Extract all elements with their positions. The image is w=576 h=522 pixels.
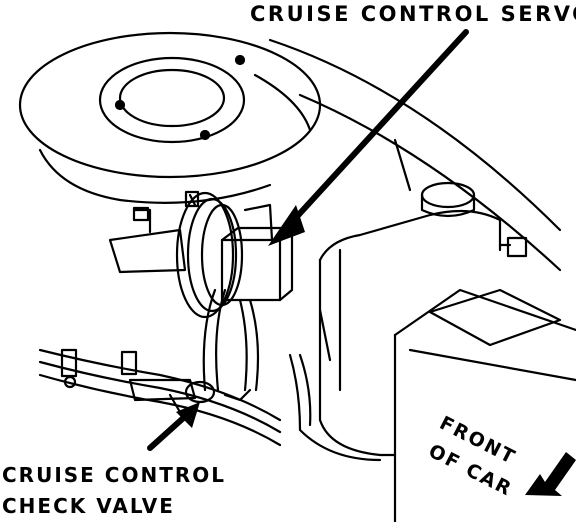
battery xyxy=(393,288,576,522)
washer-reservoir xyxy=(318,181,528,457)
fender-edge xyxy=(268,38,562,272)
vacuum-hoses xyxy=(202,288,382,462)
servo-pointer-arrow xyxy=(268,29,469,246)
servo-body xyxy=(175,190,294,319)
mounting-bracket xyxy=(108,206,187,274)
strut-tower xyxy=(18,31,322,204)
check-valve-pointer-arrow xyxy=(147,402,200,451)
check-valve-label-line2: CHECK VALVE xyxy=(2,494,175,518)
servo-label: CRUISE CONTROL SERVO xyxy=(250,2,576,26)
front-of-car-arrow xyxy=(525,452,576,496)
check-valve-label-line1: CRUISE CONTROL xyxy=(2,463,226,487)
cable-harness xyxy=(38,348,282,447)
